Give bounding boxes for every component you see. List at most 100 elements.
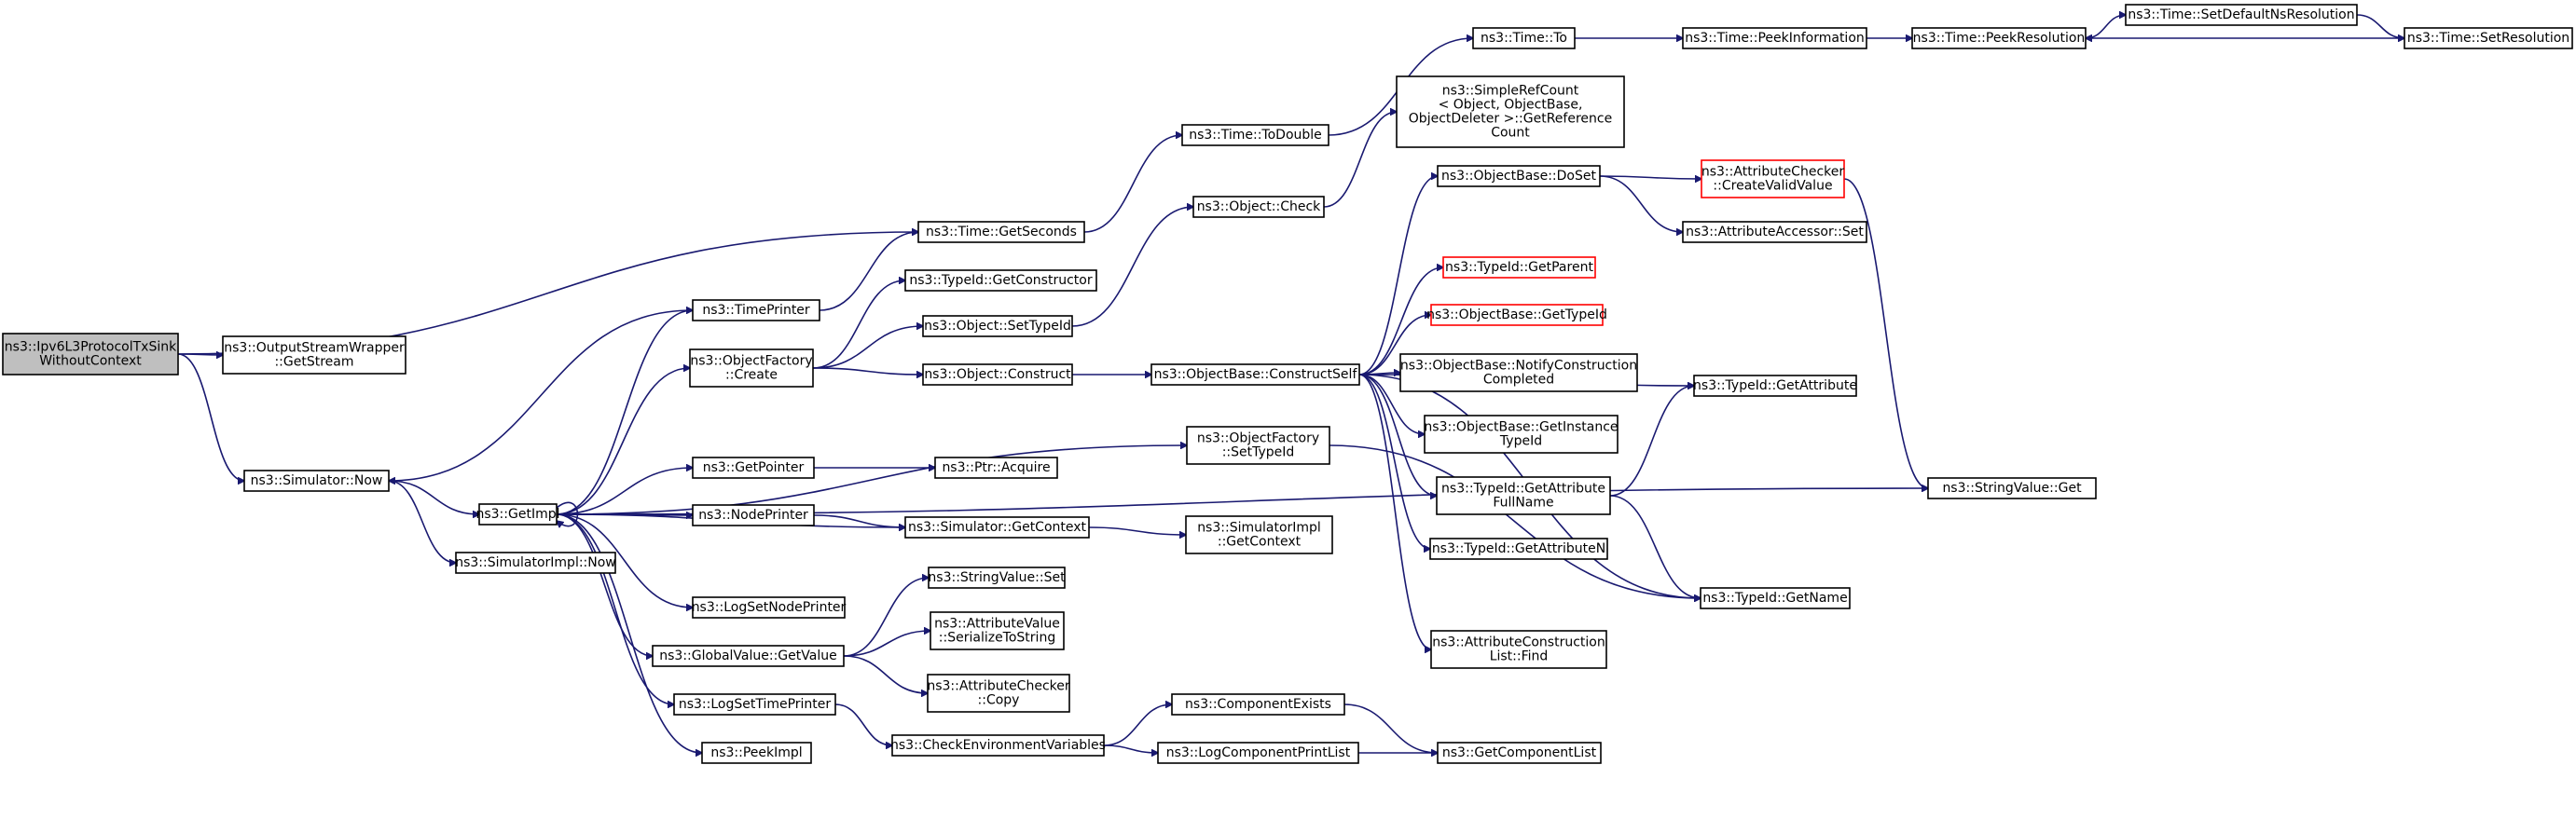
node-label: ns3::AttributeConstruction xyxy=(1432,635,1605,650)
node-label: ns3::OutputStreamWrapper xyxy=(224,341,405,356)
edge-getimpl-to-logsetnode xyxy=(556,513,693,608)
node-box xyxy=(652,645,845,667)
node-obnotify[interactable]: ns3::ObjectBase::NotifyConstructionCompl… xyxy=(1399,353,1638,392)
node-svset[interactable]: ns3::StringValue::Set xyxy=(928,567,1066,589)
edge-line xyxy=(1329,444,1701,598)
node-tidgetname[interactable]: ns3::TypeId::GetName xyxy=(1700,587,1851,609)
edge-getimpl-to-peekimpl xyxy=(556,513,702,753)
node-label: FullName xyxy=(1493,496,1553,511)
node-label: ns3::SimulatorImpl xyxy=(1197,521,1321,536)
node-label: ns3::SimulatorImpl::Now xyxy=(455,555,616,570)
node-timepeekinfo[interactable]: ns3::Time::PeekInformation xyxy=(1682,27,1867,49)
node-label: ns3::AttributeAccessor::Set xyxy=(1686,225,1864,239)
node-box xyxy=(928,567,1066,589)
node-box xyxy=(1701,159,1845,198)
node-box xyxy=(692,504,815,526)
edge-timeprinter-to-simnow xyxy=(389,309,694,481)
edge-line xyxy=(843,631,930,657)
node-compexists[interactable]: ns3::ComponentExists xyxy=(1171,693,1345,716)
node-label: ns3::Time::SetResolution xyxy=(2407,31,2569,46)
node-label: ::CreateValidValue xyxy=(1713,179,1832,194)
node-box xyxy=(1437,165,1601,187)
edge-line xyxy=(557,501,579,526)
node-osw[interactable]: ns3::OutputStreamWrapper::GetStream xyxy=(222,335,406,375)
node-logsettime[interactable]: ns3::LogSetTimePrinter xyxy=(673,693,836,716)
node-label: ns3::ObjectFactory xyxy=(1197,431,1319,446)
node-objcheck[interactable]: ns3::Object::Check xyxy=(1192,196,1325,218)
node-simplerefcount[interactable]: ns3::SimpleRefCount< Object, ObjectBase,… xyxy=(1396,75,1625,148)
node-getimpl[interactable]: ns3::GetImpl xyxy=(475,503,560,526)
node-simimplgetctx[interactable]: ns3::SimulatorImpl::GetContext xyxy=(1185,515,1333,554)
node-label: ns3::StringValue::Set xyxy=(928,570,1066,585)
nodes-layer: ns3::Ipv6L3ProtocolTxSinkWithoutContextn… xyxy=(2,4,2573,764)
node-timegetsec[interactable]: ns3::Time::GetSeconds xyxy=(917,221,1085,243)
node-svget[interactable]: ns3::StringValue::Get xyxy=(1927,477,2097,499)
node-obgettid[interactable]: ns3::ObjectBase::GetTypeId xyxy=(1426,304,1607,326)
edge-line xyxy=(813,514,905,527)
node-label: ::GetStream xyxy=(274,355,353,370)
node-timepeekres[interactable]: ns3::Time::PeekResolution xyxy=(1911,27,2087,49)
edge-line xyxy=(556,445,1187,515)
node-box xyxy=(1424,415,1619,454)
node-label: ns3::ObjectBase::DoSet xyxy=(1441,169,1596,184)
edge-line xyxy=(834,703,892,745)
node-simnow[interactable]: ns3::Simulator::Now xyxy=(243,470,390,492)
node-box xyxy=(1430,630,1607,669)
node-timetodouble[interactable]: ns3::Time::ToDouble xyxy=(1181,124,1329,146)
edge-line xyxy=(389,309,694,481)
node-logsetnode[interactable]: ns3::LogSetNodePrinter xyxy=(692,596,847,619)
node-box xyxy=(692,596,846,619)
node-ptracquire[interactable]: ns3::Ptr::Acquire xyxy=(934,457,1058,479)
edge-line xyxy=(556,310,693,515)
node-box xyxy=(917,221,1085,243)
node-box xyxy=(692,299,820,321)
node-accreate[interactable]: ns3::AttributeChecker::CreateValidValue xyxy=(1701,159,1845,198)
node-getpointer[interactable]: ns3::GetPointer xyxy=(692,457,815,479)
node-simimplnow[interactable]: ns3::SimulatorImpl::Now xyxy=(455,552,616,574)
node-gvgetvalue[interactable]: ns3::GlobalValue::GetValue xyxy=(652,645,845,667)
node-timesetdefault[interactable]: ns3::Time::SetDefaultNsResolution xyxy=(2125,4,2358,26)
node-logcompprint[interactable]: ns3::LogComponentPrintList xyxy=(1157,742,1359,764)
node-obconstructself[interactable]: ns3::ObjectBase::ConstructSelf xyxy=(1150,363,1360,386)
node-label: Completed xyxy=(1483,373,1554,388)
edge-logsettime-to-checkenv xyxy=(834,703,892,745)
edge-getimpl-to-logsettime xyxy=(556,513,674,704)
node-objfactcreate[interactable]: ns3::ObjectFactory::Create xyxy=(689,348,814,388)
node-timeprinter[interactable]: ns3::TimePrinter xyxy=(692,299,820,321)
node-objsettid[interactable]: ns3::Object::SetTypeId xyxy=(922,315,1073,337)
node-checkenv[interactable]: ns3::CheckEnvironmentVariables xyxy=(890,734,1106,757)
node-aaset[interactable]: ns3::AttributeAccessor::Set xyxy=(1682,221,1867,243)
node-nodeprinter[interactable]: ns3::NodePrinter xyxy=(692,504,815,526)
node-timesetres[interactable]: ns3::Time::SetResolution xyxy=(2404,27,2573,49)
node-label: ns3::StringValue::Get xyxy=(1942,481,2082,496)
node-simgetctx[interactable]: ns3::Simulator::GetContext xyxy=(904,516,1090,539)
node-label: ns3::Ptr::Acquire xyxy=(942,460,1050,475)
node-avser[interactable]: ns3::AttributeValue::SerializeToString xyxy=(930,611,1065,650)
node-peekimpl[interactable]: ns3::PeekImpl xyxy=(701,742,812,764)
edge-simgetctx-to-simimplgetctx xyxy=(1088,526,1186,535)
node-obdoset[interactable]: ns3::ObjectBase::DoSet xyxy=(1437,165,1601,187)
node-ofsettid[interactable]: ns3::ObjectFactory::SetTypeId xyxy=(1186,426,1330,465)
edge-gvgetvalue-to-svset xyxy=(843,578,929,657)
node-accopy[interactable]: ns3::AttributeChecker::Copy xyxy=(927,674,1070,713)
node-timeto[interactable]: ns3::Time::To xyxy=(1472,27,1576,49)
edge-line xyxy=(812,280,905,369)
edge-getimpl-to-getimpl xyxy=(557,501,579,526)
node-tidgetparent[interactable]: ns3::TypeId::GetParent xyxy=(1442,256,1596,279)
node-tidgetctor[interactable]: ns3::TypeId::GetConstructor xyxy=(904,269,1097,292)
node-box xyxy=(1682,221,1867,243)
node-tidgetattr[interactable]: ns3::TypeId::GetAttribute xyxy=(1693,375,1857,397)
node-box xyxy=(1171,693,1345,716)
edge-line xyxy=(1343,703,1438,753)
node-getcomplist[interactable]: ns3::GetComponentList xyxy=(1437,742,1602,764)
node-objconstruct[interactable]: ns3::Object::Construct xyxy=(922,363,1073,386)
node-box xyxy=(922,315,1073,337)
node-tidgetattrn[interactable]: ns3::TypeId::GetAttributeN xyxy=(1429,538,1608,560)
edge-line xyxy=(843,655,928,693)
node-label: ns3::Object::Check xyxy=(1197,199,1321,214)
node-box xyxy=(243,470,390,492)
